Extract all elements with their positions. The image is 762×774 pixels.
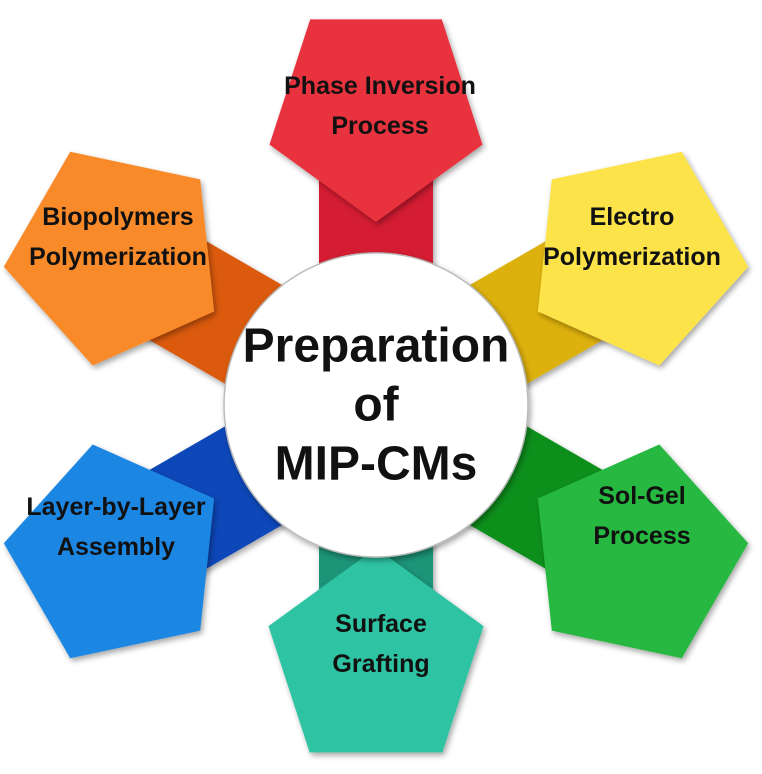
method-label-line1: Sol-Gel	[598, 482, 686, 510]
method-layer-by-layer-label: Layer-by-Layer Assembly	[26, 487, 205, 567]
center-label-line3: MIP-CMs	[274, 437, 478, 491]
method-sol-gel-label: Sol-Gel Process	[593, 476, 690, 556]
center-circle	[223, 252, 529, 558]
method-label-line1: Electro	[589, 203, 675, 231]
method-label-line1: Biopolymers	[42, 203, 194, 231]
method-label-line1: Layer-by-Layer	[26, 493, 206, 521]
method-label-line2: Grafting	[332, 650, 430, 678]
pentagon-electro-polymerization	[537, 151, 749, 366]
method-biopolymers-label: Biopolymers Polymerization	[29, 197, 207, 277]
center-label-line2: of	[353, 378, 399, 432]
pentagon-sol-gel	[537, 444, 749, 659]
method-label-line2: Process	[593, 522, 691, 550]
pentagon-surface-grafting	[268, 548, 484, 753]
method-label-line2: Polymerization	[543, 243, 721, 271]
method-surface-grafting-label: Surface Grafting	[332, 604, 429, 684]
pentagon-layer-by-layer	[3, 444, 215, 659]
center-label: Preparation of MIP-CMs	[243, 317, 510, 494]
pentagon-phase-inversion	[269, 19, 483, 223]
method-label-line1: Phase Inversion	[284, 72, 476, 100]
method-label-line2: Process	[331, 112, 429, 140]
pentagon-biopolymers	[3, 151, 215, 366]
center-label-line1: Preparation	[242, 319, 510, 373]
method-electro-polymerization-label: Electro Polymerization	[543, 197, 721, 277]
method-label-line2: Assembly	[56, 533, 176, 561]
method-label-line2: Polymerization	[29, 243, 207, 271]
method-phase-inversion-label: Phase Inversion Process	[284, 66, 476, 146]
method-label-line1: Surface	[335, 610, 427, 638]
